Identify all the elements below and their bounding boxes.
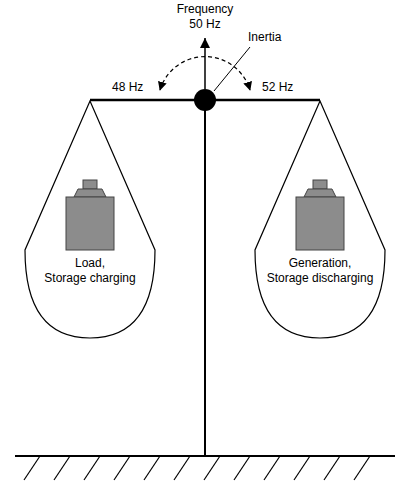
scale-post [204, 100, 206, 456]
label-holder: Inertia [248, 30, 281, 45]
pan-caption: Storage discharging [267, 271, 374, 286]
scale-label: 50 Hz [189, 17, 220, 32]
ground-hatch [24, 456, 370, 480]
leader-line [214, 47, 250, 91]
weight-symbol [66, 180, 114, 250]
pan-caption: Storage charging [44, 271, 135, 286]
frequency-arrow [204, 38, 206, 89]
pan-caption: Load, [75, 256, 105, 271]
pan-caption: Generation, [289, 256, 352, 271]
scale-label: Inertia [248, 30, 281, 45]
pan-outline [252, 100, 388, 340]
label-holder: Frequency [177, 2, 234, 17]
scale-pan: Load,Storage charging [22, 100, 158, 340]
scale-label: Frequency [177, 2, 234, 17]
swing-arc [160, 57, 250, 90]
scale-label: 52 Hz [262, 80, 293, 95]
label-holder: 52 Hz [262, 80, 293, 95]
label-holder: 48 Hz [112, 80, 143, 95]
pan-outline [22, 100, 158, 340]
scale-label: 48 Hz [112, 80, 143, 95]
scale-pan: Generation,Storage discharging [252, 100, 388, 340]
weight-symbol [296, 180, 344, 250]
inertia-pivot [194, 89, 216, 111]
label-holder: 50 Hz [189, 17, 220, 32]
